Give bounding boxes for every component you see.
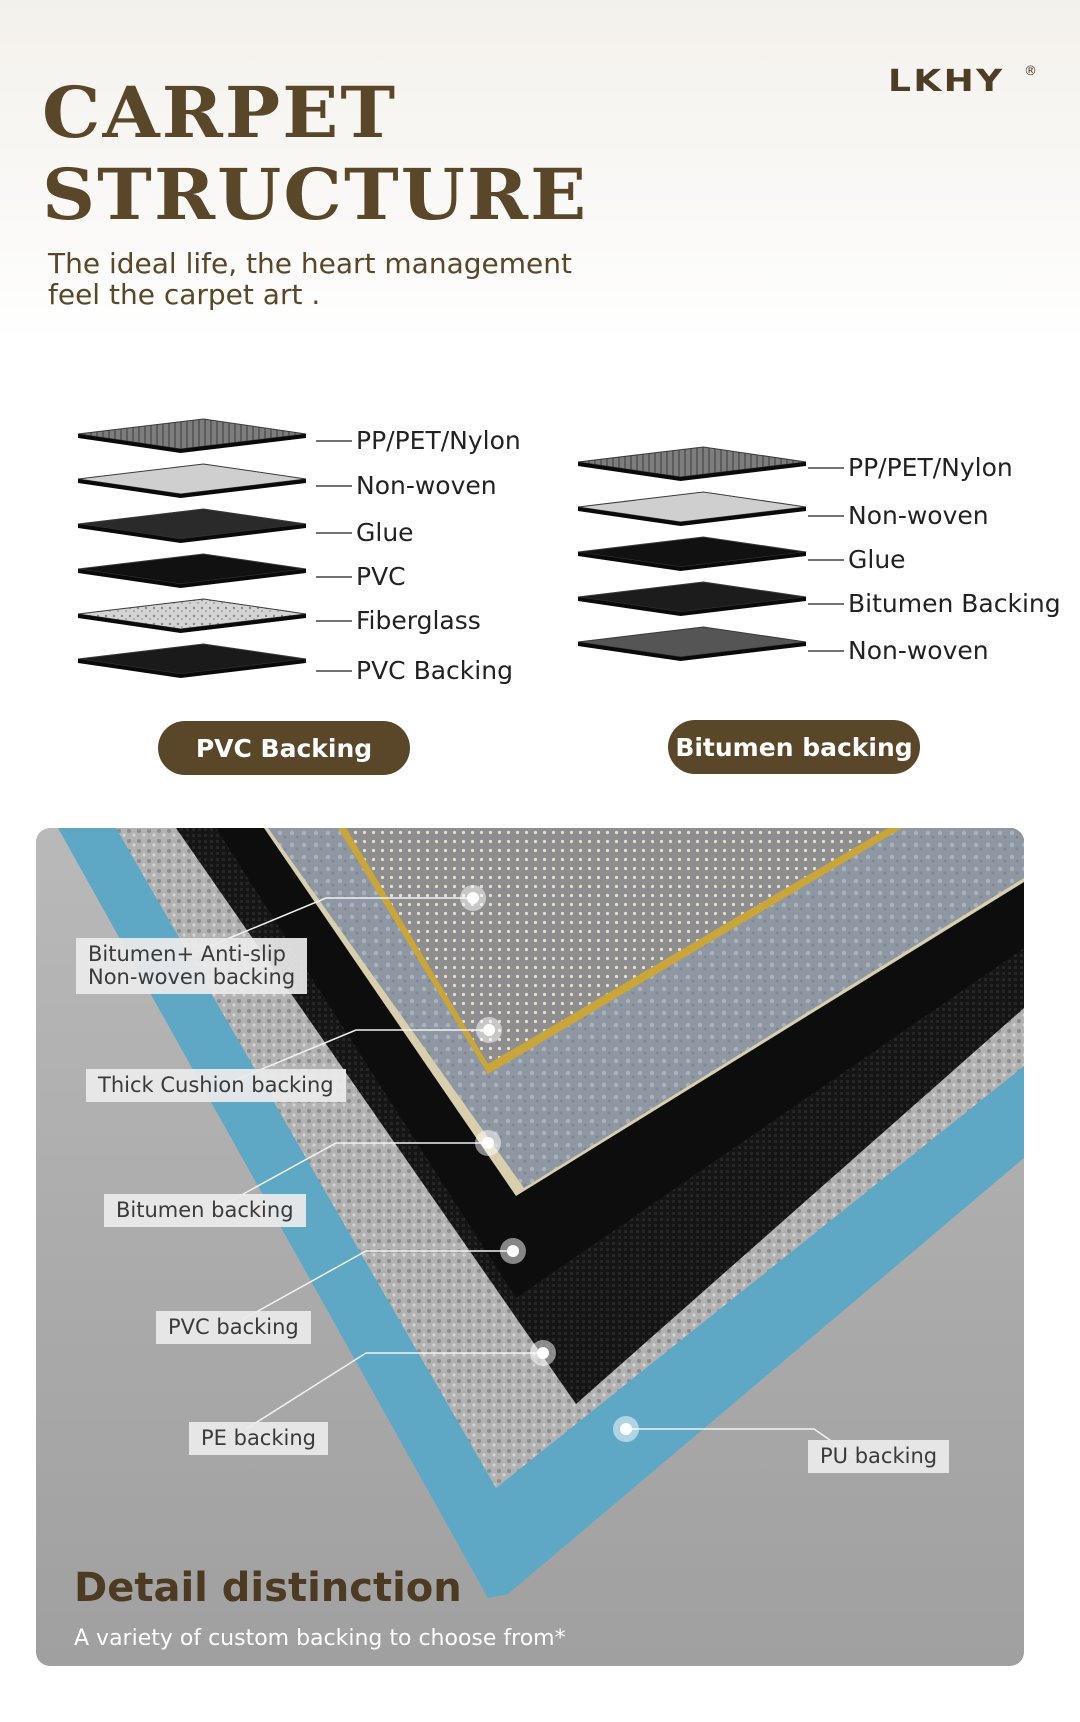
left-stack-layer-edge [78, 614, 306, 633]
layer-diagrams [77, 418, 844, 678]
detail-label-anti-slip: Bitumen+ Anti-slip Non-woven backing [76, 938, 308, 994]
right-stack-layer-edge [578, 597, 806, 616]
left-stack-layer-edge [78, 479, 306, 498]
backing-samples-illustration [58, 828, 1024, 1598]
detail-label-pe: PE backing [189, 1422, 328, 1455]
right-stack-layer [577, 446, 807, 478]
left-layer-label: Glue [356, 518, 414, 547]
left-stack-layer [77, 643, 307, 675]
bitumen-backing-badge: Bitumen backing [668, 720, 920, 774]
right-stack-layer-edge [578, 462, 806, 481]
left-layer-label: PVC [356, 562, 406, 591]
callout-dots [460, 885, 639, 1442]
right-stack-layer [577, 626, 807, 658]
right-stack-layer-edge [578, 642, 806, 661]
detail-panel: Bitumen+ Anti-slip Non-woven backing Thi… [36, 828, 1024, 1666]
right-layer-label: Bitumen Backing [848, 589, 1061, 618]
subtitle-line-1: The ideal life, the heart management [48, 247, 572, 280]
left-layer-label: Non-woven [356, 471, 497, 500]
detail-label-thick-cushion: Thick Cushion backing [86, 1069, 346, 1102]
anti-slip-layer [346, 828, 888, 1064]
subtitle-line-2: feel the carpet art . [48, 278, 321, 311]
detail-title: Detail distinction [74, 1565, 462, 1611]
header-background [0, 0, 1080, 340]
left-stack-layer [77, 553, 307, 585]
right-layer-label: Non-woven [848, 501, 989, 530]
detail-label-pvc: PVC backing [156, 1311, 311, 1344]
left-stack-layer [77, 598, 307, 630]
left-stack-layer-edge [78, 524, 306, 543]
right-stack-layer-edge [578, 507, 806, 526]
left-layer-label: Fiberglass [356, 606, 481, 635]
right-stack-layer-edge [578, 552, 806, 571]
detail-label-pu: PU backing [808, 1440, 950, 1473]
right-layer-label: Non-woven [848, 636, 989, 665]
page-title-line-2: STRUCTURE [42, 153, 589, 236]
pvc-backing-badge: PVC Backing [158, 721, 410, 775]
callout-lines [195, 885, 857, 1459]
left-stack-layer [77, 508, 307, 540]
right-stack-layer [577, 491, 807, 523]
detail-subtitle: A variety of custom backing to choose fr… [74, 1626, 566, 1651]
right-layer-label: PP/PET/Nylon [848, 453, 1013, 482]
right-layer-label: Glue [848, 545, 906, 574]
left-stack-layer-edge [78, 434, 306, 453]
left-stack-layer-edge [78, 569, 306, 588]
right-stack-layer [577, 581, 807, 613]
page-title-line-1: CARPET [42, 71, 398, 154]
left-layer-label: PVC Backing [356, 656, 513, 685]
brand-registered-mark: ® [1024, 64, 1037, 79]
left-stack-layer [77, 418, 307, 450]
left-stack-layer [77, 463, 307, 495]
brand-logo: LKHY [888, 64, 1005, 99]
left-layer-label: PP/PET/Nylon [356, 426, 521, 455]
detail-label-bitumen: Bitumen backing [104, 1194, 306, 1227]
left-stack-layer-edge [78, 659, 306, 678]
right-stack-layer [577, 536, 807, 568]
